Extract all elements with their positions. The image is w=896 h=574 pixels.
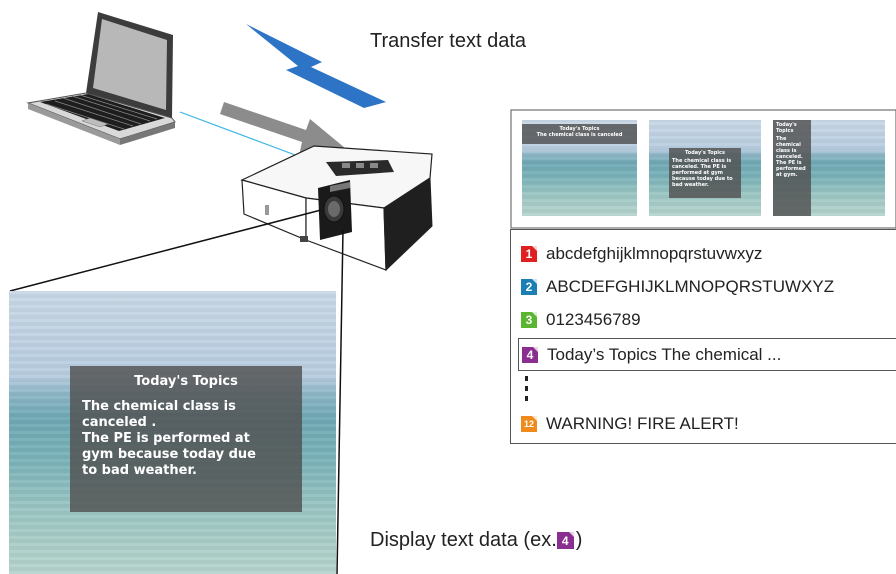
lightning-icon	[246, 24, 386, 108]
projection-line-top	[9, 209, 322, 292]
overlay-line: to bad weather.	[82, 463, 197, 478]
badge-1: 1	[521, 246, 537, 262]
list-item[interactable]: 1 abcdefghijklmnopqrstuvwxyz	[521, 241, 762, 267]
list-item-text: abcdefghijklmnopqrstuvwxyz	[546, 244, 763, 263]
ellipsis-icon	[525, 376, 528, 406]
projection-line-right	[336, 229, 344, 574]
thumbnail-2-title: Today's Topics	[685, 150, 725, 156]
badge-4: 4	[522, 346, 538, 363]
thumbnail-2: Today's Topics The chemical class is can…	[649, 120, 761, 216]
arrow-icon	[220, 102, 345, 156]
badge-3: 3	[521, 312, 537, 328]
badge-4: 4	[556, 532, 574, 549]
list-item[interactable]: 12 WARNING! FIRE ALERT!	[521, 411, 739, 437]
laptop-icon	[26, 12, 176, 145]
text-data-list: 1 abcdefghijklmnopqrstuvwxyz 2 ABCDEFGHI…	[510, 229, 896, 444]
display-caption-suffix: )	[575, 529, 583, 551]
list-item-text: ABCDEFGHIJKLMNOPQRSTUWXYZ	[546, 277, 835, 296]
display-caption-text: Display text data (ex.	[370, 529, 557, 551]
thumbnail-1-title: Today's Topics	[559, 126, 600, 132]
list-item[interactable]: 3 0123456789	[521, 307, 641, 333]
transfer-caption: Transfer text data	[370, 30, 526, 52]
thumbnail-3-title: Today's Topics	[776, 122, 797, 134]
list-item[interactable]: 2 ABCDEFGHIJKLMNOPQRSTUWXYZ	[521, 274, 834, 300]
list-item-text: 0123456789	[546, 310, 641, 329]
text-overlay: Today's Topics The chemical class is can…	[70, 366, 302, 512]
overlay-title: Today's Topics	[134, 374, 238, 389]
list-item-selected[interactable]: 4 Today’s Topics The chemical ...	[518, 338, 896, 371]
thumbnail-3: Today's Topics The chemical class is can…	[773, 120, 885, 216]
thumbnail-panel	[510, 109, 896, 229]
thumbnail-1: Today's Topics The chemical class is can…	[522, 120, 637, 216]
list-item-text: Today’s Topics The chemical ...	[547, 344, 782, 364]
badge-2: 2	[521, 279, 537, 295]
overlay-line: The chemical class is	[82, 399, 236, 414]
overlay-line: canceled .	[82, 415, 157, 430]
badge-12: 12	[521, 416, 537, 432]
thumbnail-1-body: The chemical class is canceled	[536, 132, 623, 138]
thumbnail-3-body: The chemical class is canceled. The PE i…	[776, 136, 806, 178]
overlay-line: The PE is performed at	[82, 431, 250, 446]
projector-icon	[240, 145, 433, 272]
projected-display: Today's Topics The chemical class is can…	[9, 291, 336, 574]
thumbnail-2-body: The chemical class is canceled. The PE i…	[672, 158, 733, 188]
overlay-line: gym because today due	[82, 447, 256, 462]
display-caption: Display text data (ex. 4 )	[370, 529, 582, 552]
list-item-text: WARNING! FIRE ALERT!	[546, 414, 739, 433]
